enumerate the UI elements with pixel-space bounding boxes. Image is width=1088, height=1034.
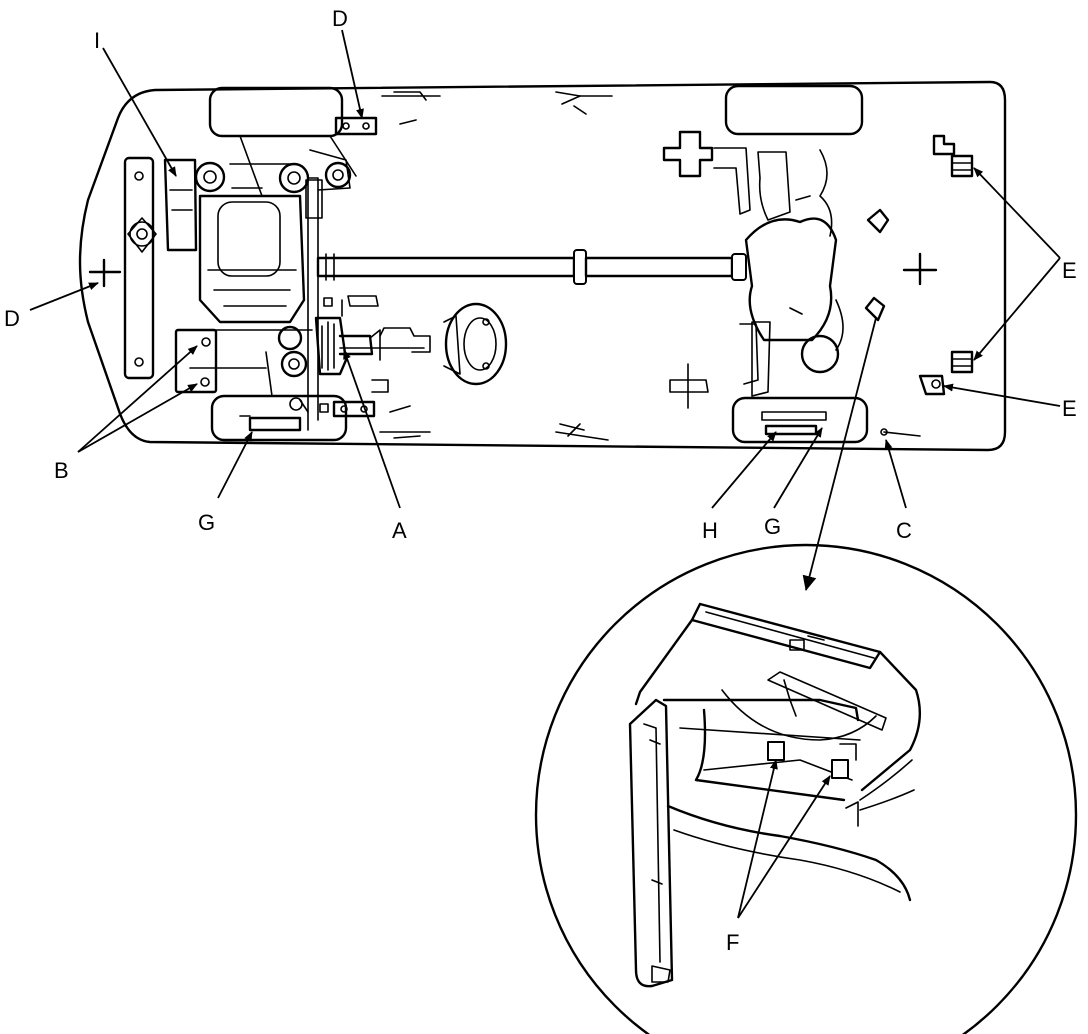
wheel-well-rear-left [724,84,864,136]
label-d-left: D [4,306,20,331]
detail-view-content [628,602,922,988]
jack-plate-g-front [248,416,302,432]
wheel-well-front-left [208,86,344,138]
clip-f2 [831,759,849,779]
label-g-front: G [198,510,215,535]
label-e-upper: E [1062,258,1077,283]
detail-view-circle [534,543,1078,1034]
rear-differential [744,217,838,342]
bumper-mount-e2 [950,350,974,374]
underbody-outline [78,80,1007,452]
jack-plate-h-rear [764,424,818,436]
bracket-d-top [334,116,378,136]
open-lid [628,698,674,988]
mount-b [174,328,218,394]
transfer-unit-a [314,316,348,376]
label-d-top: D [332,6,348,31]
label-h: H [702,518,718,543]
label-f: F [726,930,739,955]
label-b: B [54,458,69,483]
bumper-mount-e1 [950,154,974,178]
label-c: C [896,518,912,543]
label-i: I [94,28,100,53]
label-e-lower: E [1062,396,1077,421]
diff-front [444,302,508,386]
front-crossmember [123,156,155,380]
wheel-well-rear-right [731,396,869,444]
propeller-shaft [316,256,576,278]
label-a: A [392,518,407,543]
label-g-rear: G [764,514,781,539]
clip-f1 [767,741,785,761]
engine-block [198,194,306,324]
